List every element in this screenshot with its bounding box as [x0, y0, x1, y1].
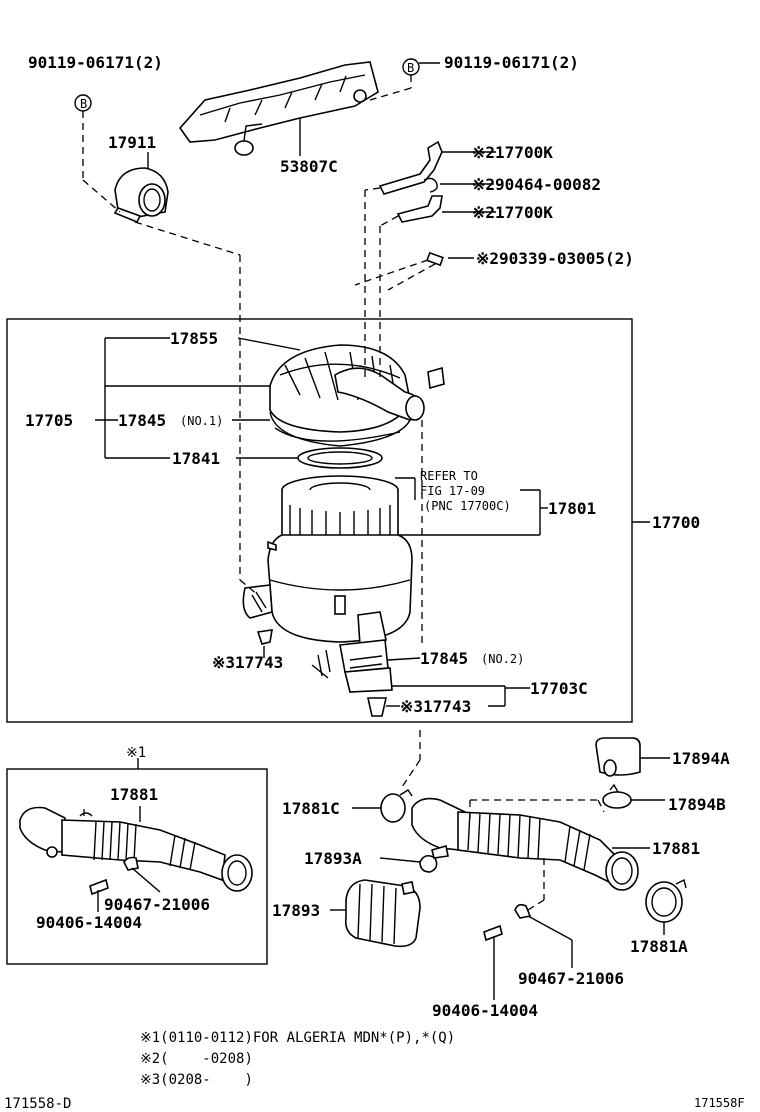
label-17705: 17705 [25, 411, 73, 430]
part-17743-clip-right [367, 697, 387, 717]
part-17881-hose-inset [19, 806, 253, 896]
label-refer-line2: FIG 17-09 [420, 484, 485, 498]
balloon-b-right-text: B [407, 61, 414, 75]
dashed-guide-lines [82, 75, 605, 911]
note-3: ※3(0208- ) [140, 1072, 253, 1088]
label-17801: 17801 [548, 499, 596, 518]
leader-lines [95, 62, 670, 1000]
footer-right-id: 171558F [694, 1096, 745, 1110]
label-90339: ※290339-03005(2) [476, 249, 634, 268]
label-17845-no2-suffix: (NO.2) [481, 652, 524, 666]
part-17894a-resonator [595, 737, 641, 777]
main-assembly-frame [6, 318, 633, 723]
label-17700k-a: ※217700K [472, 143, 553, 162]
label-refer-line3: (PNC 17700C) [424, 499, 511, 513]
label-17893a: 17893A [304, 849, 362, 868]
part-17893-pad [344, 879, 421, 948]
part-17881-hose-main [380, 789, 687, 942]
part-53807c-bracket [178, 61, 379, 156]
balloon-b-left-text: B [80, 97, 87, 111]
note-2: ※2( -0208) [140, 1051, 253, 1067]
label-17894b: 17894B [668, 795, 726, 814]
label-17881-main: 17881 [652, 839, 700, 858]
label-17893: 17893 [272, 901, 320, 920]
label-90406-inset: 90406-14004 [36, 913, 142, 932]
part-17855-cover [269, 344, 445, 433]
part-17700k-hoses [378, 140, 444, 267]
part-17911-duct [113, 167, 169, 224]
label-17881a: 17881A [630, 937, 688, 956]
label-17845-no1-suffix: (NO.1) [180, 414, 223, 428]
footer-left-id: 171558-D [4, 1096, 71, 1112]
label-90464: ※290464-00082 [472, 175, 601, 194]
label-17703c: 17703C [530, 679, 588, 698]
label-17841: 17841 [172, 449, 220, 468]
label-17743-left: ※317743 [212, 653, 283, 672]
label-17700: 17700 [652, 513, 700, 532]
label-17894a: 17894A [672, 749, 730, 768]
label-90406-main: 90406-14004 [432, 1001, 538, 1020]
part-17743-clip-left [256, 629, 273, 645]
label-90119-left: 90119-06171(2) [28, 53, 163, 72]
label-17881-inset: 17881 [110, 785, 158, 804]
inset-frame [6, 768, 268, 965]
label-90467-inset: 90467-21006 [104, 895, 210, 914]
label-17855: 17855 [170, 329, 218, 348]
part-17894b-clamp [602, 783, 632, 809]
part-17841-gasket [297, 447, 383, 469]
label-17845-no2: 17845 [420, 649, 468, 668]
label-17881c: 17881C [282, 799, 340, 818]
label-17845-no1: 17845 [118, 411, 166, 430]
label-note1-marker: ※1 [126, 745, 146, 761]
part-17845-ring-no1 [269, 411, 411, 447]
label-17743-right: ※317743 [400, 697, 471, 716]
label-53807c: 53807C [280, 157, 338, 176]
note-1: ※1(0110-0112)FOR ALGERIA MDN*(P),*(Q) [140, 1030, 455, 1046]
part-air-cleaner-case [242, 534, 413, 693]
label-90467-main: 90467-21006 [518, 969, 624, 988]
label-90119-right: 90119-06171(2) [444, 53, 579, 72]
label-refer-line1: REFER TO [420, 469, 478, 483]
label-17911: 17911 [108, 133, 156, 152]
label-17700k-b: ※217700K [472, 203, 553, 222]
